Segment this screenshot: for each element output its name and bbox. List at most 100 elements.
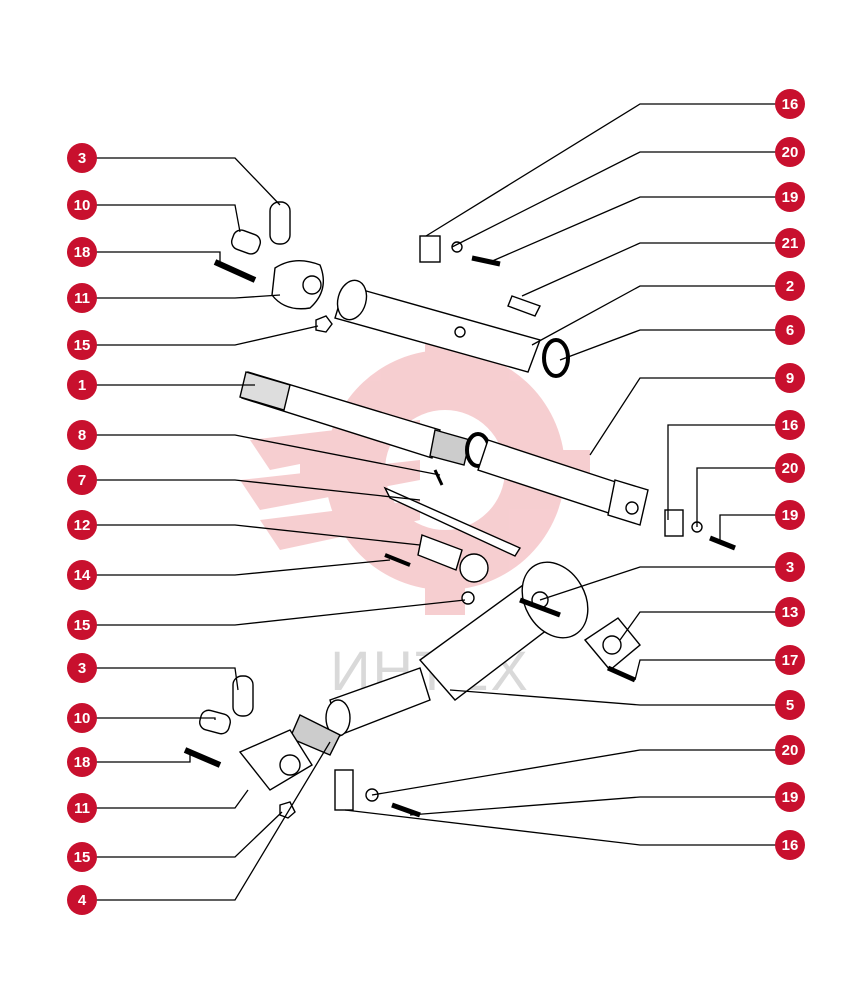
leader-line <box>451 151 776 248</box>
callout-badge: 18 <box>67 747 97 777</box>
callout-badge: 20 <box>775 453 805 483</box>
callout-number: 18 <box>74 244 91 261</box>
plate-part-16-top <box>419 235 441 263</box>
leader-line <box>96 434 441 476</box>
callout-number: 12 <box>74 517 91 534</box>
callout-number: 10 <box>74 710 91 727</box>
leader-line <box>667 424 776 520</box>
leader-line <box>619 611 776 641</box>
leader-line <box>719 514 776 540</box>
bolt-part-12 <box>417 534 463 571</box>
callout-badge: 12 <box>67 510 97 540</box>
bolt-part-19-top <box>471 255 501 267</box>
bolt-part-18-top <box>213 259 257 283</box>
leader-line <box>96 717 216 720</box>
callout-badge: 19 <box>775 182 805 212</box>
leader-line <box>96 325 319 346</box>
leader-line <box>521 242 776 297</box>
callout-number: 16 <box>782 96 799 113</box>
leader-line <box>96 741 331 901</box>
pin-part-3-top <box>269 201 291 245</box>
leader-line <box>371 749 776 796</box>
callout-badge: 19 <box>775 500 805 530</box>
part-drawings <box>183 201 736 819</box>
callout-badge: 10 <box>67 703 97 733</box>
callout-number: 6 <box>786 322 794 339</box>
bushing-part-10-bottom <box>199 709 231 735</box>
callout-badge: 10 <box>67 190 97 220</box>
leader-line <box>96 599 466 626</box>
callout-badge: 3 <box>775 552 805 582</box>
callout-badge: 11 <box>67 793 97 823</box>
callout-badge: 21 <box>775 228 805 258</box>
callout-number: 19 <box>782 507 799 524</box>
bolt-part-19-bottom <box>391 802 421 818</box>
leader-line <box>589 377 776 456</box>
leader-line <box>96 251 221 262</box>
leader-line <box>96 157 281 206</box>
nut-part-15-top <box>315 315 333 333</box>
callout-badge: 1 <box>67 370 97 400</box>
leader-line <box>531 285 776 346</box>
callout-badge: 16 <box>775 89 805 119</box>
pin-part-8 <box>433 469 444 486</box>
callout-badge: 20 <box>775 735 805 765</box>
callout-number: 3 <box>78 660 86 677</box>
leader-line <box>96 755 191 763</box>
plate-part-16-bottom <box>334 769 354 811</box>
callout-number: 15 <box>74 617 91 634</box>
callout-number: 20 <box>782 742 799 759</box>
callout-number: 11 <box>74 290 90 307</box>
callout-number: 14 <box>74 567 91 584</box>
leader-lines <box>96 103 776 901</box>
washer-part-20-top <box>451 241 463 253</box>
leader-line <box>425 103 776 237</box>
plate-part-16-right <box>664 509 684 537</box>
callout-number: 3 <box>78 150 86 167</box>
callout-badge: 3 <box>67 143 97 173</box>
nut-part-15-middle <box>461 591 475 605</box>
callout-number: 15 <box>74 849 91 866</box>
leader-line <box>539 566 776 601</box>
callout-number: 3 <box>786 559 794 576</box>
callout-number: 19 <box>782 189 799 206</box>
leader-line <box>344 809 776 846</box>
leader-line <box>96 667 239 691</box>
leader-line <box>96 294 281 299</box>
callout-number: 5 <box>786 697 794 714</box>
callout-number: 17 <box>782 652 799 669</box>
leader-line <box>96 524 421 546</box>
callout-number: 10 <box>74 197 91 214</box>
leader-line <box>96 204 241 233</box>
callout-number: 20 <box>782 144 799 161</box>
callout-badge: 20 <box>775 137 805 167</box>
yoke-part-11-bottom <box>238 729 313 791</box>
callout-badge: 9 <box>775 363 805 393</box>
callout-number: 13 <box>782 604 799 621</box>
leader-line <box>96 479 421 501</box>
callout-number: 18 <box>74 754 91 771</box>
callout-badge: 7 <box>67 465 97 495</box>
leader-line <box>559 329 776 361</box>
callout-badge: 18 <box>67 237 97 267</box>
callout-number: 7 <box>78 472 86 489</box>
leader-line <box>449 689 776 706</box>
callout-number: 11 <box>74 800 90 817</box>
bolt-part-18-bottom <box>183 747 222 768</box>
callout-number: 1 <box>78 377 86 394</box>
callout-number: 16 <box>782 417 799 434</box>
callout-badge: 16 <box>775 410 805 440</box>
pin-part-14 <box>384 553 411 567</box>
callout-badge: 13 <box>775 597 805 627</box>
callout-badge: 8 <box>67 420 97 450</box>
leader-line <box>96 559 391 576</box>
bolt-part-17 <box>606 665 637 683</box>
callout-badge: 4 <box>67 885 97 915</box>
callout-badge: 3 <box>67 653 97 683</box>
callout-number: 15 <box>74 337 91 354</box>
callout-badge: 15 <box>67 610 97 640</box>
callout-number: 9 <box>786 370 794 387</box>
callout-badge: 19 <box>775 782 805 812</box>
callout-badges: 3101811151871214153101811154162019212691… <box>67 89 805 915</box>
